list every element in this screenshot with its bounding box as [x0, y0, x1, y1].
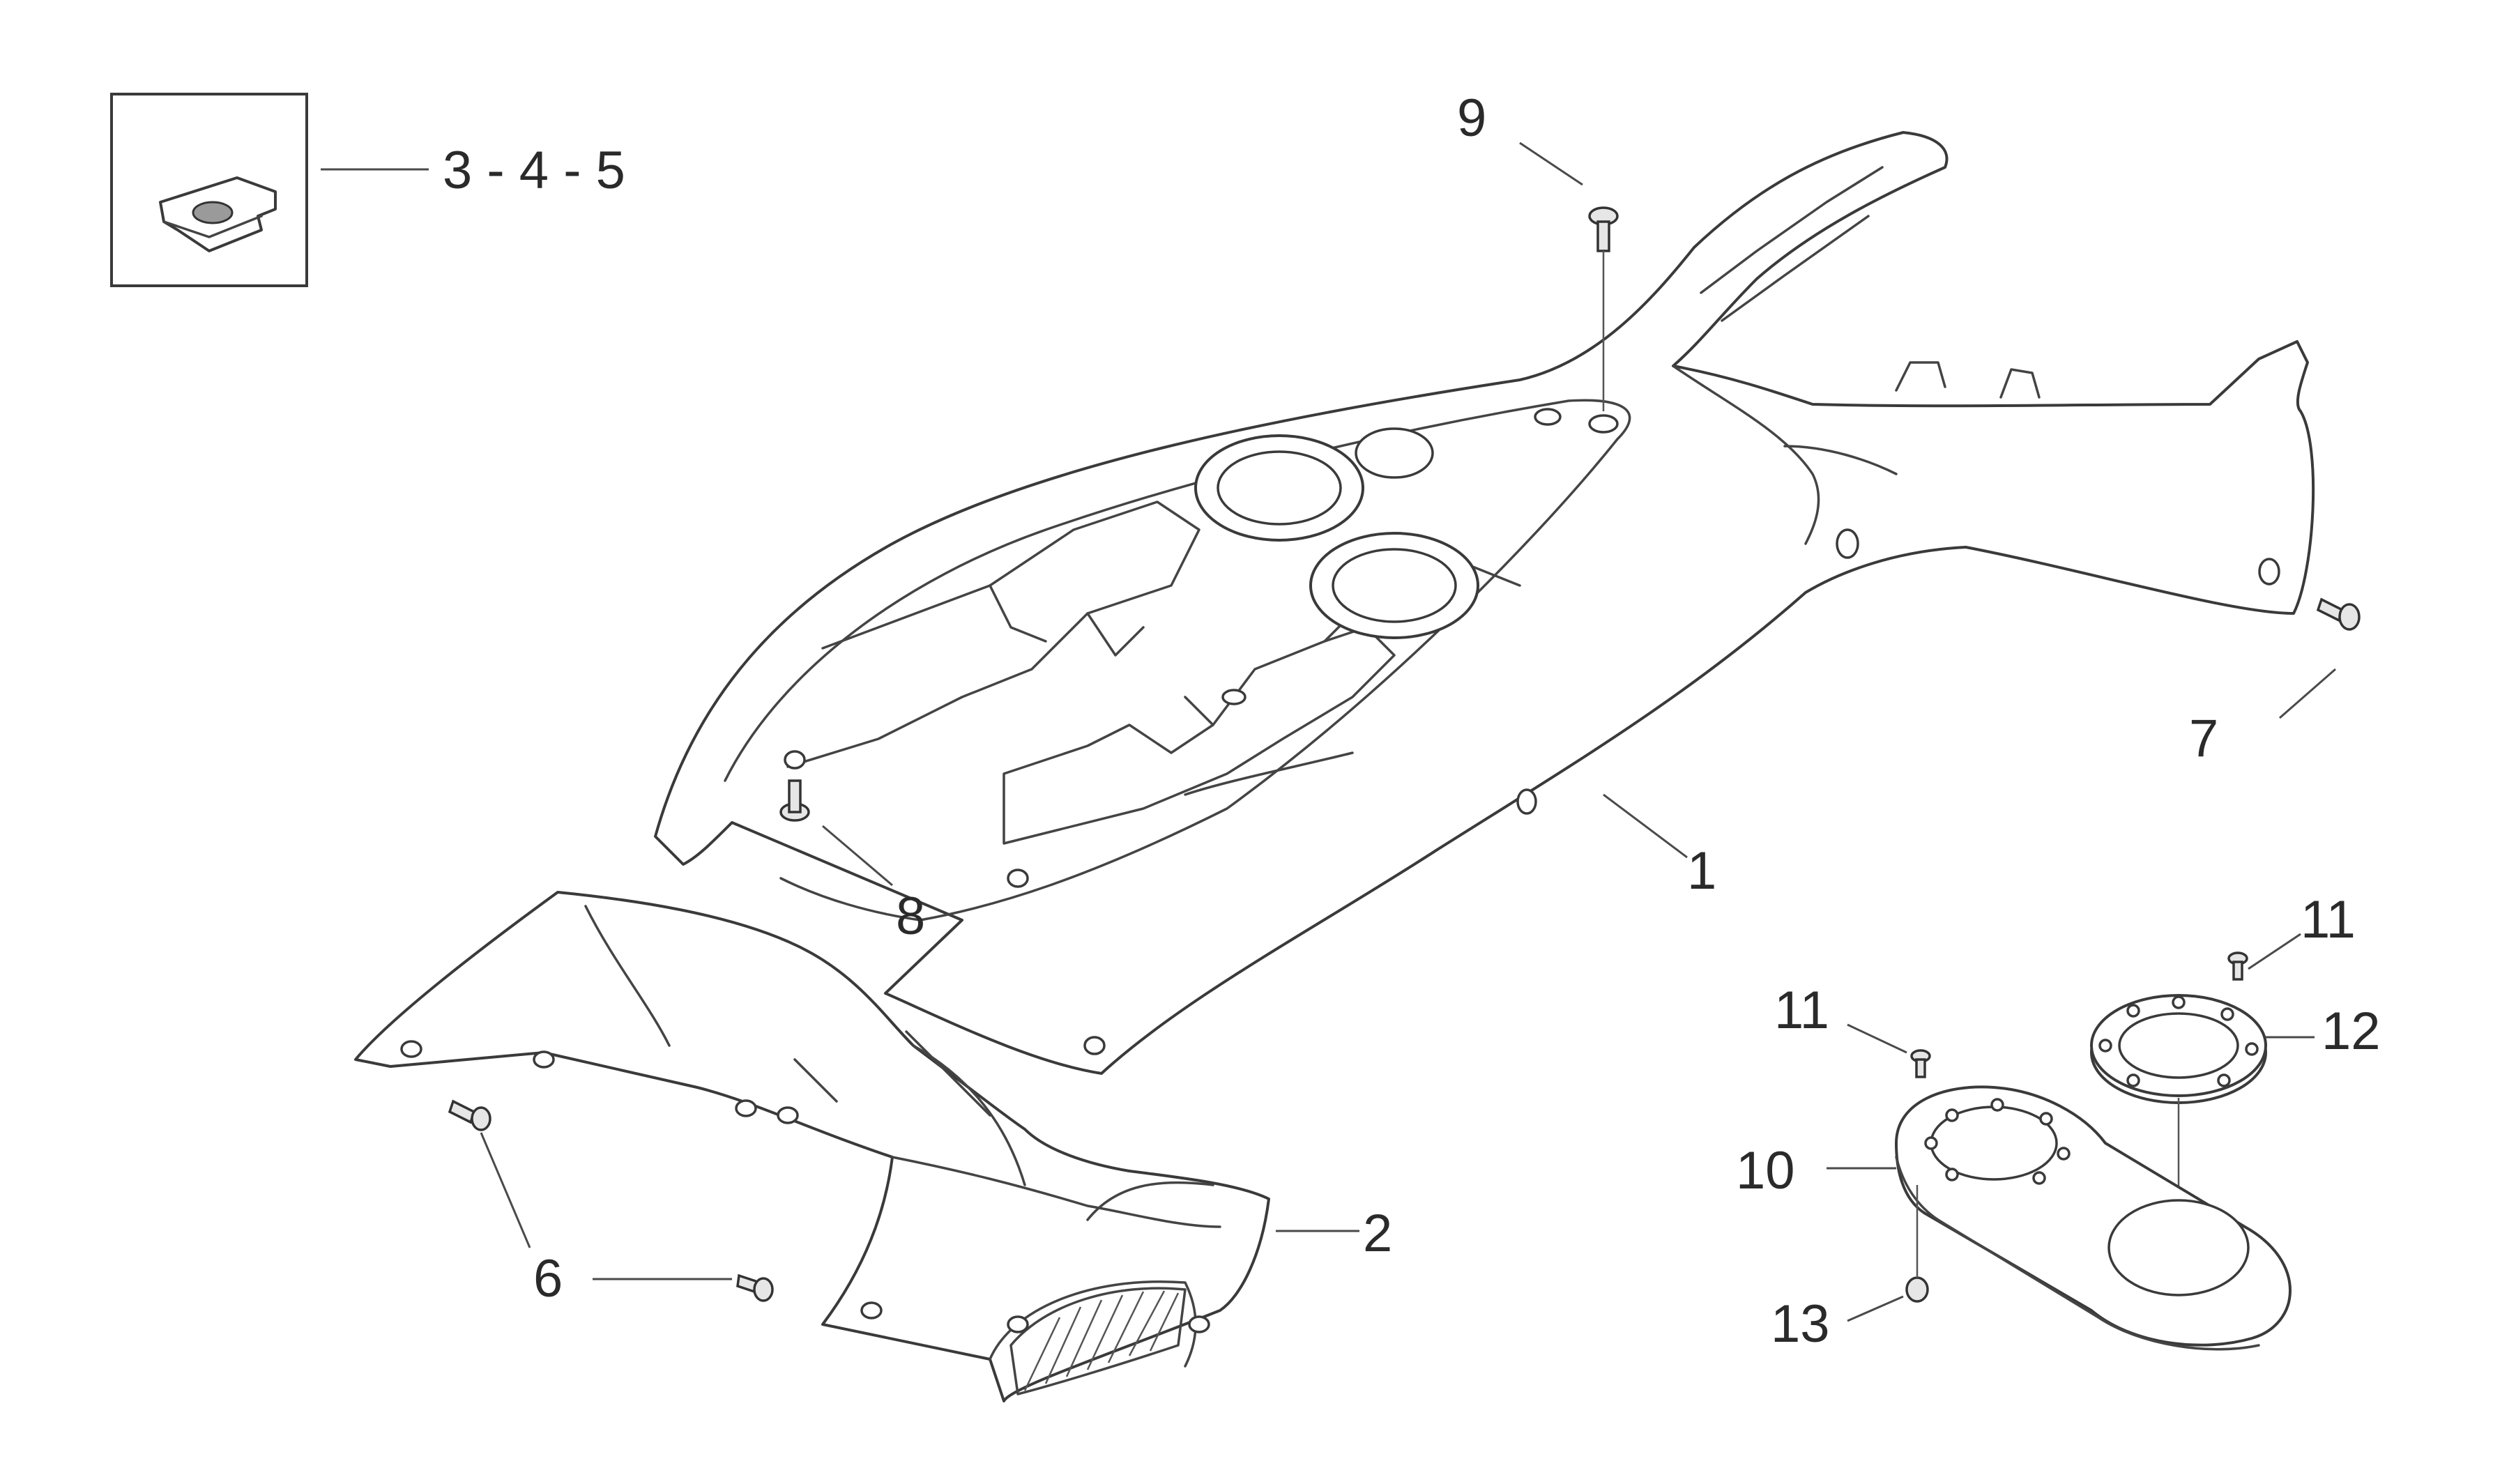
leader-9: [1519, 141, 1583, 186]
screw-9: [1588, 206, 1619, 411]
screw-8: [779, 779, 810, 822]
leader-8: [822, 825, 893, 887]
nut-13: [1905, 1185, 1929, 1303]
leader-6a: [480, 1132, 531, 1248]
screw-11b: [2227, 951, 2248, 981]
callout-13: 13: [1771, 1294, 1830, 1354]
screw-6a: [448, 1099, 491, 1131]
callout-11-left: 11: [1774, 981, 1829, 1040]
part-10-twin-bracket: [1895, 1085, 2292, 1351]
screw-7: [2316, 597, 2361, 631]
leader-11a: [1847, 1023, 1907, 1054]
callout-7: 7: [2189, 709, 2218, 768]
part-2-lower-cover: [354, 891, 1270, 1402]
clip-nut-inset: [110, 93, 308, 287]
callout-2: 2: [1363, 1204, 1392, 1263]
screw-6b: [736, 1273, 774, 1302]
leader-11b: [2248, 933, 2301, 970]
callout-6: 6: [533, 1249, 563, 1308]
screw-11a: [1910, 1049, 1931, 1078]
part-12-ring-plate: [2090, 994, 2267, 1104]
callout-10: 10: [1736, 1141, 1795, 1200]
callout-12: 12: [2322, 1002, 2381, 1061]
leader-1: [1603, 793, 1688, 859]
callout-3-4-5: 3 - 4 - 5: [443, 141, 625, 200]
leader-13: [1847, 1295, 1904, 1322]
leader-7: [2279, 668, 2336, 719]
callout-9: 9: [1457, 89, 1486, 148]
callout-11-right: 11: [2301, 890, 2356, 949]
part-1-main-panel: [654, 131, 2315, 1075]
hatching: [1023, 1290, 1180, 1391]
callout-8: 8: [896, 887, 925, 946]
callout-1: 1: [1687, 841, 1716, 901]
